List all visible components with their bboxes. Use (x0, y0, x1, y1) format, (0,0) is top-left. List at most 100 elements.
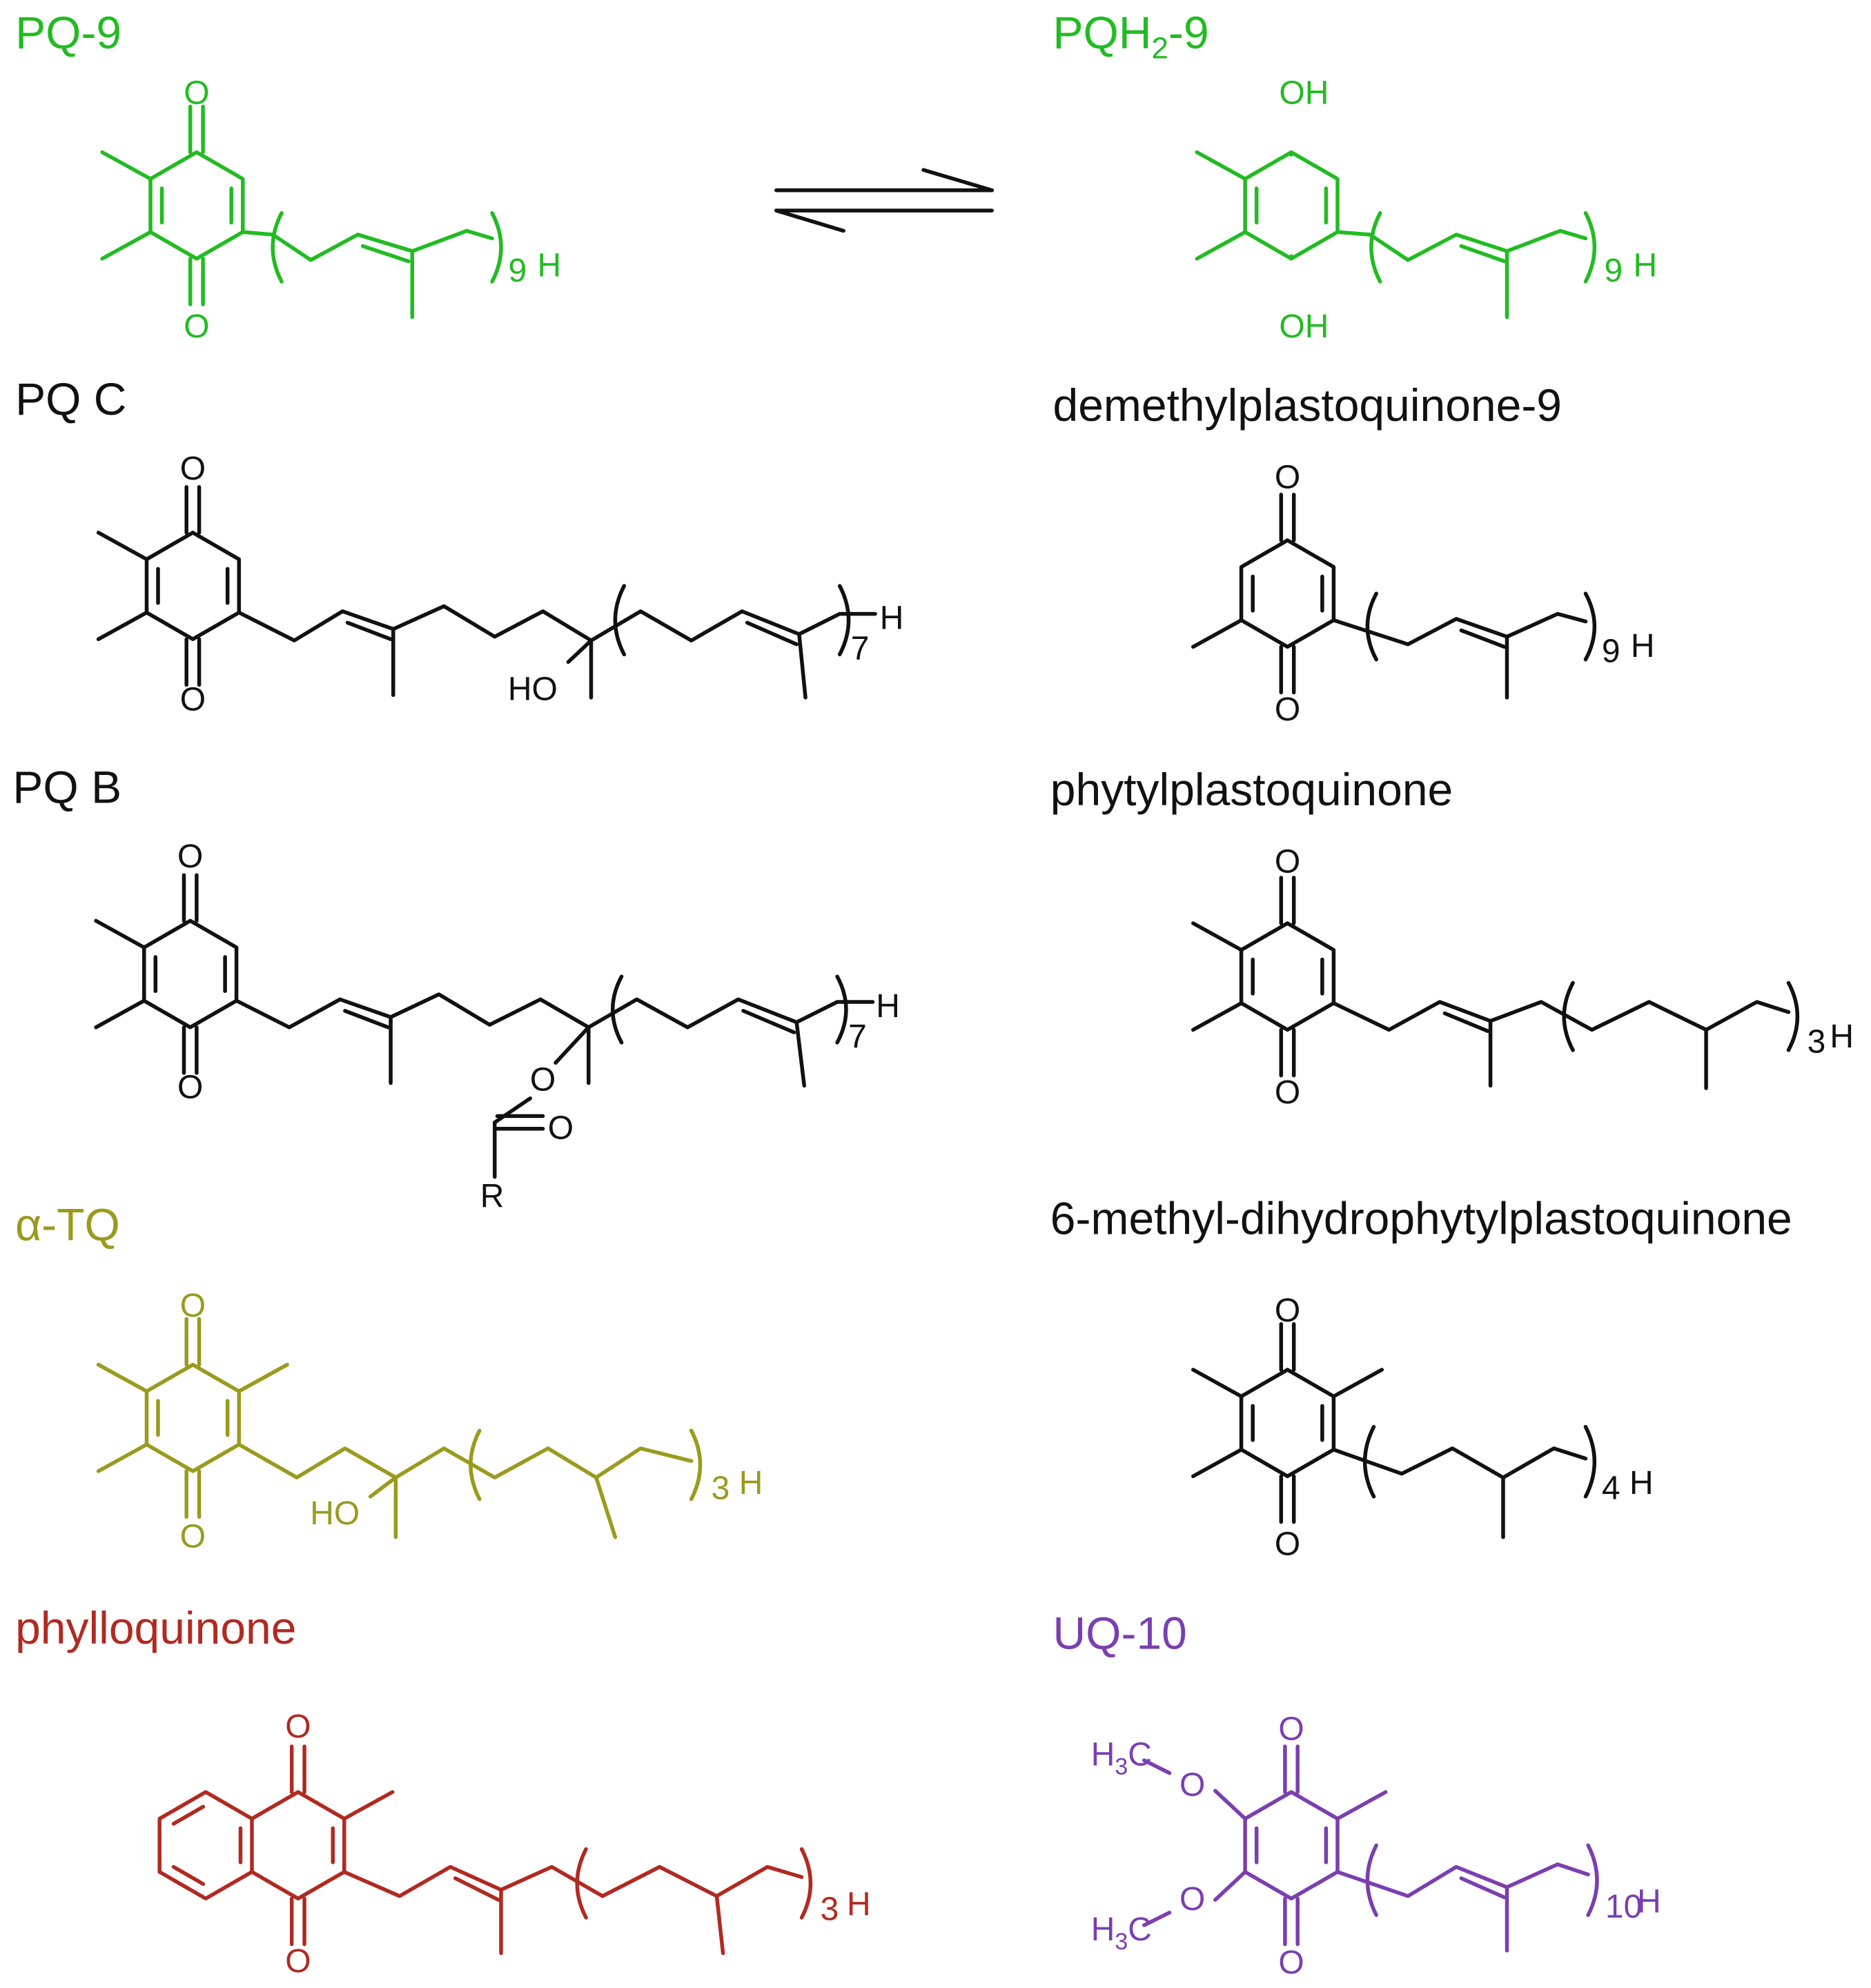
ring (1239, 1368, 1336, 1479)
side-chain (237, 1442, 694, 1479)
double-bond-inner (171, 1864, 206, 1886)
methyl-bond (1195, 150, 1247, 181)
terminal-atom: H (1637, 1884, 1661, 1920)
methyl-bond (794, 1020, 807, 1088)
oxygen-label: O (184, 308, 209, 345)
methyl-label: H3C (1091, 1736, 1152, 1780)
oxygen-label: O (1275, 691, 1300, 728)
methyl-bond (1191, 618, 1244, 649)
double-bond-inner (1459, 1876, 1507, 1900)
ring (250, 1790, 346, 1901)
bracket-close (1586, 1843, 1599, 1918)
methyl-bond (96, 1362, 149, 1393)
methyl-bond (96, 1442, 149, 1473)
oxygen-label: O (1179, 1767, 1205, 1804)
bracket-close (799, 1847, 813, 1920)
double-bond-inner (360, 244, 411, 264)
compound-label: PQH2-9 (1053, 7, 1209, 66)
r-group-label: R (480, 1179, 505, 1215)
methyl-bond (1191, 1368, 1244, 1399)
ring (144, 1362, 242, 1473)
oxygen-label: O (1275, 460, 1300, 496)
bracket-open (611, 974, 624, 1045)
compound-label: phytylplastoquinone (1050, 764, 1453, 815)
side-chain (237, 604, 842, 642)
repeat-count: 3 (1808, 1024, 1826, 1061)
hydroxyl-bond (368, 1475, 398, 1499)
compound-label: α-TQ (15, 1199, 120, 1250)
methyl-bond (94, 918, 146, 949)
ester-bond (493, 1096, 533, 1125)
hydroxyl-label: HO (310, 1495, 360, 1532)
compound-label: phylloquinone (15, 1602, 296, 1653)
methyl-bond (96, 610, 149, 642)
forward-arrow-head (921, 168, 995, 193)
ring (1243, 1790, 1340, 1901)
ring (1239, 538, 1336, 649)
oxygen-label: O (177, 838, 203, 875)
oxygen-label: O (1275, 1074, 1300, 1111)
hydroxyl-bond (566, 638, 594, 665)
double-bond-inner (1442, 1011, 1490, 1034)
methyl-label: H3C (1091, 1911, 1152, 1955)
compound-label: PQ C (15, 373, 126, 424)
bracket-close (1583, 1424, 1596, 1499)
bond (355, 233, 415, 253)
oxygen-label: O (1278, 1711, 1304, 1748)
repeat-count: 9 (1602, 633, 1620, 669)
oxygen-label: O (1275, 1292, 1300, 1329)
methyl-bond (100, 150, 153, 181)
oxygen-label: O (180, 681, 206, 718)
terminal-atom: H (847, 1886, 871, 1922)
methyl-bond (342, 1790, 395, 1821)
bracket-open (271, 211, 284, 284)
repeat-count: 3 (821, 1891, 839, 1928)
methyl-bond (237, 1362, 289, 1393)
oxygen-label: O (285, 1943, 311, 1980)
equilibrium-arrows-icon (774, 168, 995, 233)
methoxy-bond (1142, 1910, 1172, 1927)
terminal-atom: H (1633, 248, 1657, 284)
ring (1243, 150, 1340, 261)
oxygen-label: O (180, 1518, 206, 1555)
methyl-bond (714, 1894, 725, 1956)
methyl-bond (594, 1475, 618, 1539)
bracket-open (1562, 981, 1575, 1052)
terminal-atom: H (880, 600, 904, 637)
double-bond-inner (1459, 628, 1507, 649)
side-chain (1331, 1000, 1791, 1032)
oxygen-label: O (177, 1070, 203, 1106)
methoxy-bond (1142, 1758, 1172, 1775)
methyl-bond (100, 230, 153, 261)
bracket-close (1786, 981, 1800, 1052)
oxygen-label: O (1179, 1881, 1205, 1918)
oxygen-label: O (285, 1709, 311, 1745)
hydroxyl-label: HO (508, 671, 558, 708)
hydroxyl-label: OH (1279, 75, 1329, 112)
methyl-bond (94, 998, 146, 1030)
double-bond-inner (343, 1009, 391, 1030)
ring (1239, 921, 1336, 1032)
repeat-count: 7 (848, 1018, 867, 1055)
bracket-close (1583, 211, 1596, 284)
methyl-bond (1195, 230, 1247, 261)
methyl-bond (1191, 1001, 1244, 1032)
compound-label: demethylplastoquinone-9 (1053, 380, 1563, 431)
double-bond-inner (171, 1804, 206, 1826)
isoprene-chain (1331, 611, 1588, 647)
oxygen-label: O (180, 1288, 206, 1324)
compound-label: PQ-9 (15, 7, 121, 58)
terminal-atom: H (1631, 628, 1655, 665)
methyl-bond (1331, 1368, 1384, 1399)
side-chain (342, 1864, 804, 1898)
repeat-count: 9 (1605, 253, 1623, 289)
isoprene-chain (1335, 1862, 1590, 1898)
compound-label: 6-methyl-dihydrophytylplastoquinone (1050, 1192, 1792, 1243)
isoprene-chain (271, 228, 494, 262)
methoxy-bond (1213, 1789, 1247, 1821)
